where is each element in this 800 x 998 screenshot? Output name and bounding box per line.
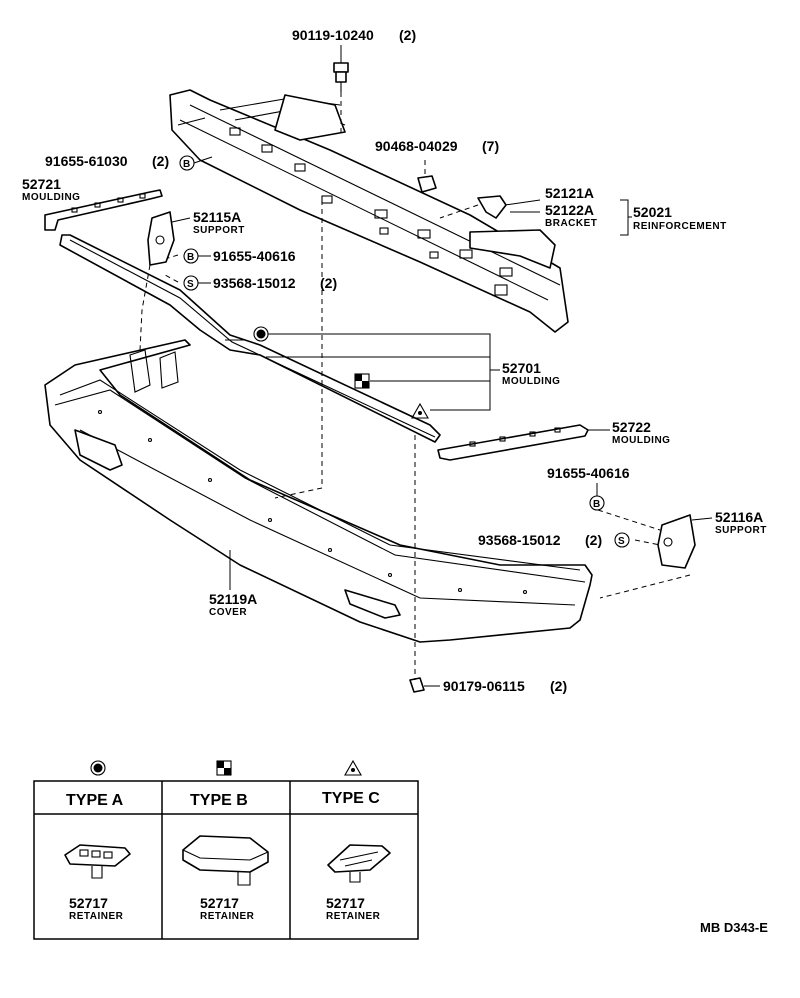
moulding-right-name: MOULDING (612, 435, 670, 446)
bracket-52121a-icon (439, 195, 541, 219)
bolt-top-qty: (2) (399, 27, 416, 43)
support-52116a-drawing (657, 514, 713, 569)
retainer-b-number: 52717 (200, 895, 239, 911)
retainer-type-c-drawing (327, 844, 391, 883)
diagram-code: MB D343-E (700, 920, 768, 935)
bolt-top-number: 90119-10240 (292, 27, 374, 43)
bolt-90119-icon (333, 62, 349, 92)
symbol-b-letter: B (187, 252, 194, 263)
clip-bottom-number: 90179-06115 (443, 678, 525, 694)
moulding-left-name: MOULDING (22, 192, 80, 203)
bracket-2-number: 52122A (545, 202, 594, 218)
bracket-1-number: 52121A (545, 185, 594, 201)
symbol-b-icon: B (589, 495, 605, 511)
moulding-center-number: 52701 (502, 360, 541, 376)
clip-90468-icon (417, 160, 437, 193)
table-type-a-symbol-icon (90, 760, 106, 776)
screw-s-right-number: 93568-15012 (478, 532, 561, 548)
bolt-b-sup-left-number: 91655-40616 (213, 248, 296, 264)
bolt-b-left-number: 91655-61030 (45, 153, 128, 169)
moulding-52722-drawing (437, 424, 589, 461)
retainer-type-a-drawing (64, 844, 131, 879)
reinforcement-number: 52021 (633, 204, 672, 220)
cover-number: 52119A (209, 591, 257, 607)
type-a-symbol-icon (253, 326, 269, 342)
symbol-b-letter: B (183, 159, 190, 170)
retainer-b-name: RETAINER (200, 911, 255, 922)
table-type-c-header: TYPE C (322, 790, 380, 807)
table-type-b-symbol-icon (216, 760, 232, 776)
cover-52119a-drawing (44, 339, 593, 643)
symbol-b-letter: B (593, 499, 600, 510)
type-c-symbol-icon (411, 402, 429, 419)
screw-s-left-qty: (2) (320, 275, 337, 291)
moulding-right-number: 52722 (612, 419, 651, 435)
table-type-a-header: TYPE A (66, 792, 124, 809)
table-type-c-symbol-icon (344, 759, 362, 776)
symbol-b-icon: B (183, 248, 199, 264)
moulding-center-name: MOULDING (502, 376, 560, 387)
clip-7-number: 90468-04029 (375, 138, 458, 154)
moulding-52721-drawing (44, 189, 163, 231)
retainer-c-name: RETAINER (326, 911, 381, 922)
clip-7-qty: (7) (482, 138, 499, 154)
support-right-number: 52116A (715, 509, 763, 525)
symbol-s-letter: S (618, 536, 625, 547)
assembly-guide-lines (139, 200, 691, 680)
support-left-name: SUPPORT (193, 225, 245, 236)
screw-s-right-qty: (2) (585, 532, 602, 548)
clip-bottom-qty: (2) (550, 678, 567, 694)
retainer-a-number: 52717 (69, 895, 108, 911)
symbol-s-icon: S (614, 532, 630, 548)
moulding-left-number: 52721 (22, 176, 61, 192)
screw-s-left-number: 93568-15012 (213, 275, 296, 291)
moulding-52701-drawing (59, 234, 441, 443)
symbol-b-icon: B (179, 155, 195, 171)
retainer-a-name: RETAINER (69, 911, 124, 922)
support-52115a-drawing (147, 211, 191, 266)
bracket-name: BRACKET (545, 218, 597, 229)
support-right-name: SUPPORT (715, 525, 767, 536)
bolt-b-left-qty: (2) (152, 153, 169, 169)
bolt-b-right-number: 91655-40616 (547, 465, 630, 481)
support-left-number: 52115A (193, 209, 241, 225)
table-type-b-header: TYPE B (190, 792, 248, 809)
retainer-type-b-drawing (182, 835, 269, 886)
cover-name: COVER (209, 607, 247, 618)
symbol-s-icon: S (183, 275, 199, 291)
type-b-symbol-icon (354, 373, 370, 389)
reinforcement-name: REINFORCEMENT (633, 221, 727, 232)
retainer-c-number: 52717 (326, 895, 365, 911)
symbol-s-letter: S (187, 279, 194, 290)
clip-90179-icon (409, 677, 440, 693)
retainer-table: TYPE A TYPE B TYPE C 52717 RETAINER 5271… (33, 759, 419, 940)
reinforcement-drawing (169, 89, 569, 333)
